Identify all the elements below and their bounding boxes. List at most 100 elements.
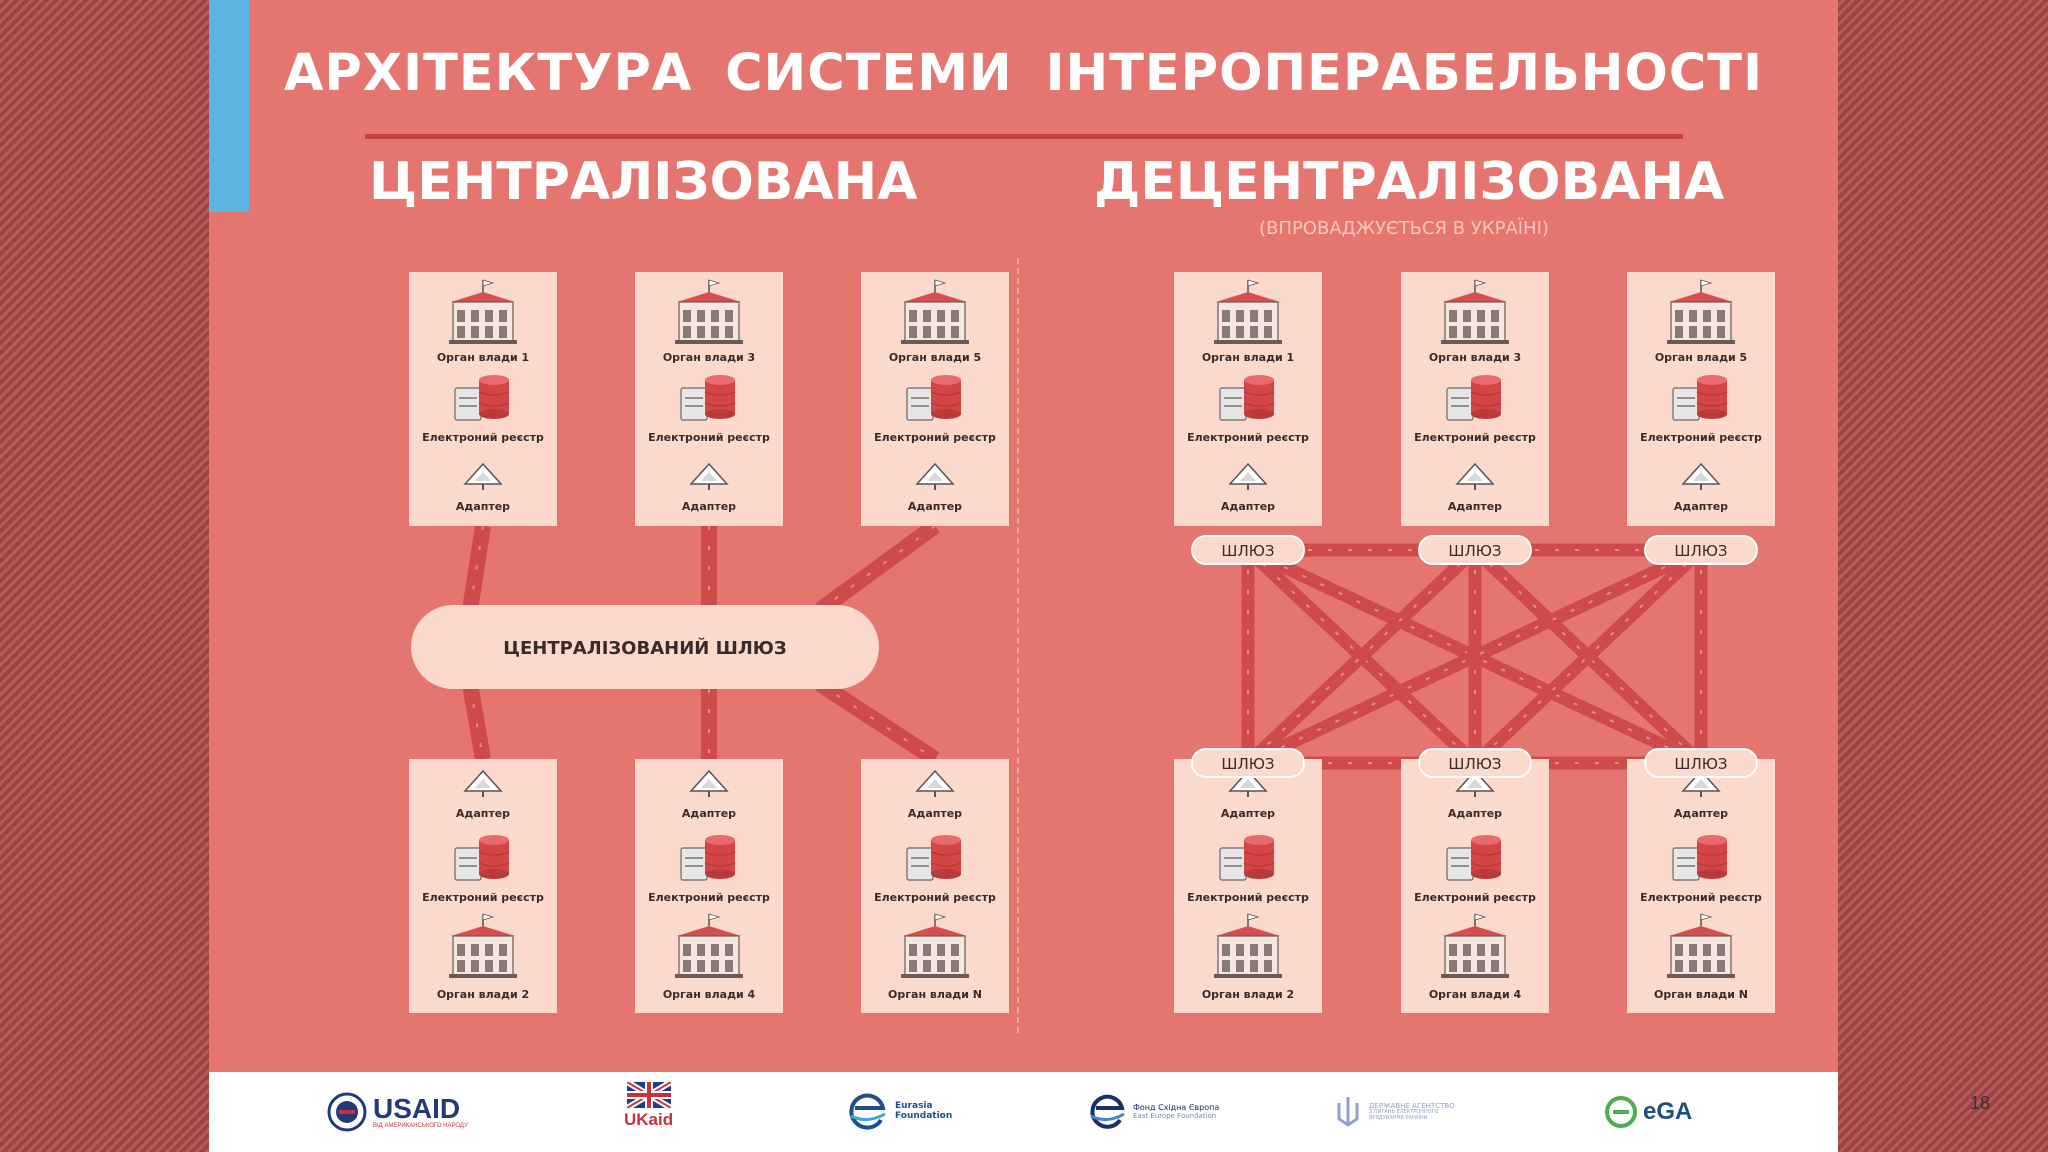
page-number: 18 <box>1969 1093 1990 1113</box>
roof <box>677 926 741 936</box>
adapter-icon-inner <box>475 779 491 788</box>
server-icon <box>906 387 934 421</box>
window <box>923 326 931 338</box>
database-rings <box>1470 391 1502 407</box>
window <box>471 310 479 322</box>
server-icon <box>1672 387 1700 421</box>
window <box>1250 960 1258 972</box>
flag <box>934 279 947 287</box>
window <box>1703 310 1711 322</box>
registry-label: Електроний реєстр <box>1640 891 1762 904</box>
database-icon <box>479 380 509 414</box>
database-rings <box>1470 851 1502 867</box>
roof <box>1443 926 1507 936</box>
adapter-icon-inner <box>1467 779 1483 788</box>
database-bottom <box>479 869 509 879</box>
gateway-bottom-2: ШЛЮЗ <box>1644 748 1758 778</box>
window <box>1449 960 1457 972</box>
window <box>909 960 917 972</box>
server-icon <box>454 387 482 421</box>
roof <box>451 292 515 302</box>
registry-icon <box>680 835 736 881</box>
database-top <box>1471 835 1501 845</box>
roof <box>677 292 741 302</box>
window <box>937 960 945 972</box>
registry-icon <box>906 835 962 881</box>
registry-label: Електроний реєстр <box>422 431 544 444</box>
ukaid-wordmark: UKaid <box>624 1110 674 1129</box>
title-rule <box>365 134 1683 139</box>
window <box>1264 310 1272 322</box>
gateway-top-1: ШЛЮЗ <box>1418 535 1532 565</box>
registry-icon <box>1672 375 1728 421</box>
window <box>1477 326 1485 338</box>
trident-icon <box>1337 1097 1359 1127</box>
window <box>697 310 705 322</box>
window <box>1491 960 1499 972</box>
adapter-label: Адаптер <box>682 807 736 820</box>
usaid-caption: ВІД АМЕРИКАНСЬКОГО НАРОДУ <box>373 1123 468 1129</box>
window <box>697 326 705 338</box>
building-base <box>1441 340 1509 344</box>
roof <box>1669 926 1733 936</box>
server-icon <box>680 847 708 881</box>
window <box>1250 310 1258 322</box>
ega-e-icon <box>1605 1096 1637 1128</box>
mesh-connector-9-stroke <box>1243 545 1480 768</box>
adapter-icon <box>463 769 503 797</box>
window <box>923 310 931 322</box>
registry-label: Електроний реєстр <box>1187 891 1309 904</box>
partner-logos-footer: USAID ВІД АМЕРИКАНСЬКОГО НАРОДУ UKaid <box>209 1072 1838 1152</box>
database-icon <box>705 840 735 874</box>
ega-wordmark: eGA <box>1643 1098 1693 1125</box>
building-icon <box>901 913 969 978</box>
database-rings <box>478 391 510 407</box>
database-bottom <box>931 409 961 419</box>
database-rings <box>1243 851 1275 867</box>
database-icon <box>1697 840 1727 874</box>
window <box>1449 310 1457 322</box>
building-base <box>1667 974 1735 978</box>
adapter-icon <box>1681 769 1721 797</box>
window <box>499 310 507 322</box>
window <box>1463 944 1471 956</box>
connector-hub-n-pattern <box>819 683 936 760</box>
database-icon <box>931 380 961 414</box>
flag <box>934 913 947 921</box>
window <box>1477 960 1485 972</box>
database-top <box>479 375 509 385</box>
authority-label: Орган влади 5 <box>889 351 981 364</box>
adapter-label: Адаптер <box>1221 500 1275 513</box>
connector-hub-2-stroke <box>462 682 491 761</box>
window <box>1717 326 1725 338</box>
building-icon <box>1441 279 1509 344</box>
window <box>711 326 719 338</box>
flag <box>1247 279 1260 287</box>
flag <box>708 279 721 287</box>
registry-icon <box>1446 835 1502 881</box>
gateway-label: ШЛЮЗ <box>1674 542 1727 560</box>
registry-icon <box>1672 835 1728 881</box>
registry-icon <box>1219 835 1275 881</box>
connector-hub-2-pattern <box>469 683 484 760</box>
database-bottom <box>1244 869 1274 879</box>
server-icon <box>680 387 708 421</box>
building-base <box>675 340 743 344</box>
window <box>909 944 917 956</box>
window <box>1491 326 1499 338</box>
database-top <box>931 835 961 845</box>
eurasia-foundation-logo: Eurasia Foundation <box>845 1082 952 1142</box>
window <box>499 960 507 972</box>
adapter-label: Адаптер <box>682 500 736 513</box>
window <box>1689 310 1697 322</box>
connector-5-hub <box>815 519 940 617</box>
usaid-wordmark: USAID <box>373 1093 461 1124</box>
window <box>1222 960 1230 972</box>
building-icon <box>1667 279 1735 344</box>
registry-icon <box>1446 375 1502 421</box>
authority-label: Орган влади 4 <box>663 988 756 1001</box>
